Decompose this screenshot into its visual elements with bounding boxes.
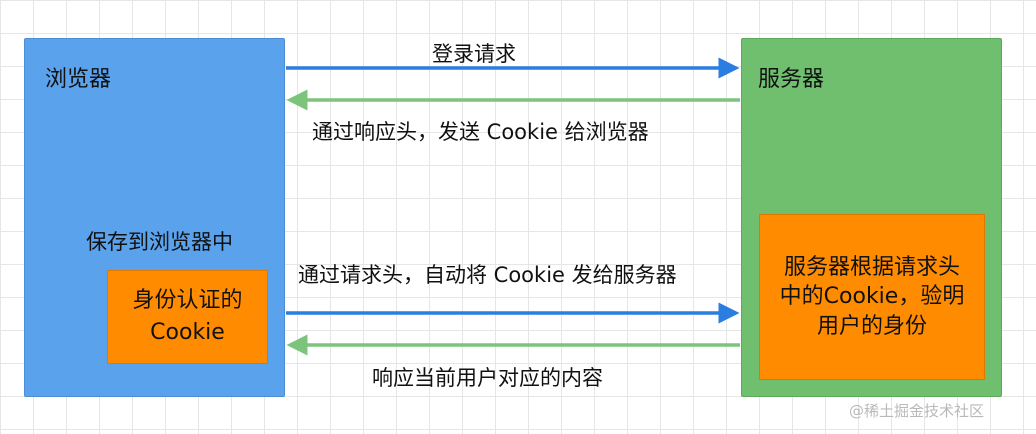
- content-response-label: 响应当前用户对应的内容: [372, 366, 603, 390]
- cookie-request-label: 通过请求头，自动将 Cookie 发给服务器: [298, 263, 677, 287]
- server-validate-box: 服务器根据请求头中的Cookie，验明用户的身份: [759, 214, 985, 380]
- server-validate-text: 服务器根据请求头中的Cookie，验明用户的身份: [779, 255, 965, 339]
- auth-cookie-text: 身份认证的Cookie: [132, 288, 243, 345]
- save-to-browser-label: 保存到浏览器中: [86, 230, 233, 254]
- set-cookie-label: 通过响应头，发送 Cookie 给浏览器: [312, 120, 649, 144]
- auth-cookie-box: 身份认证的Cookie: [107, 270, 268, 364]
- login-request-label: 登录请求: [432, 42, 516, 66]
- browser-title: 浏览器: [45, 67, 112, 92]
- watermark: @稀土掘金技术社区: [849, 402, 985, 420]
- server-title: 服务器: [758, 67, 825, 92]
